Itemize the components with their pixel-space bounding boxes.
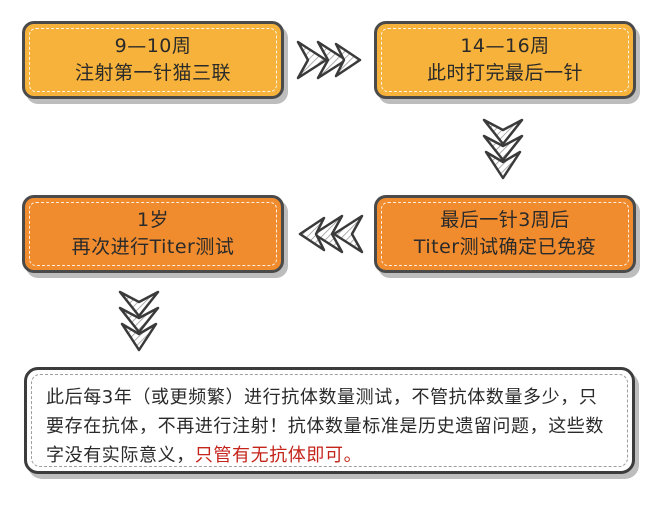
step-title: 9—10周 — [114, 35, 192, 57]
note-body: 此后每3年（或更频繁）进行抗体数量测试，不管抗体数量多少，只要存在抗体，不再进行… — [46, 387, 604, 466]
arrow-left-icon — [298, 214, 364, 254]
step-description: Titer测试确定已免疫 — [413, 236, 597, 258]
arrow-down-icon — [482, 118, 524, 180]
step-title: 最后一针3周后 — [440, 209, 570, 231]
note-highlight: 只管有无抗体即可。 — [194, 445, 363, 466]
arrow-down-icon — [118, 290, 160, 352]
step-box-one-year: 1岁 再次进行Titer测试 — [22, 195, 284, 273]
step-description: 此时打完最后一针 — [426, 62, 583, 84]
note-text: 此后每3年（或更频繁）进行抗体数量测试，不管抗体数量多少，只要存在抗体，不再进行… — [46, 383, 615, 470]
step-box-week-9-10: 9—10周 注射第一针猫三联 — [22, 21, 284, 99]
note-box: 此后每3年（或更频繁）进行抗体数量测试，不管抗体数量多少，只要存在抗体，不再进行… — [24, 367, 635, 474]
step-description: 再次进行Titer测试 — [71, 236, 235, 258]
step-box-week-14-16: 14—16周 此时打完最后一针 — [374, 21, 636, 99]
step-description: 注射第一针猫三联 — [74, 62, 231, 84]
step-title: 14—16周 — [460, 35, 550, 57]
step-box-three-weeks-after: 最后一针3周后 Titer测试确定已免疫 — [374, 195, 636, 273]
arrow-right-icon — [296, 40, 362, 80]
step-title: 1岁 — [136, 209, 170, 231]
